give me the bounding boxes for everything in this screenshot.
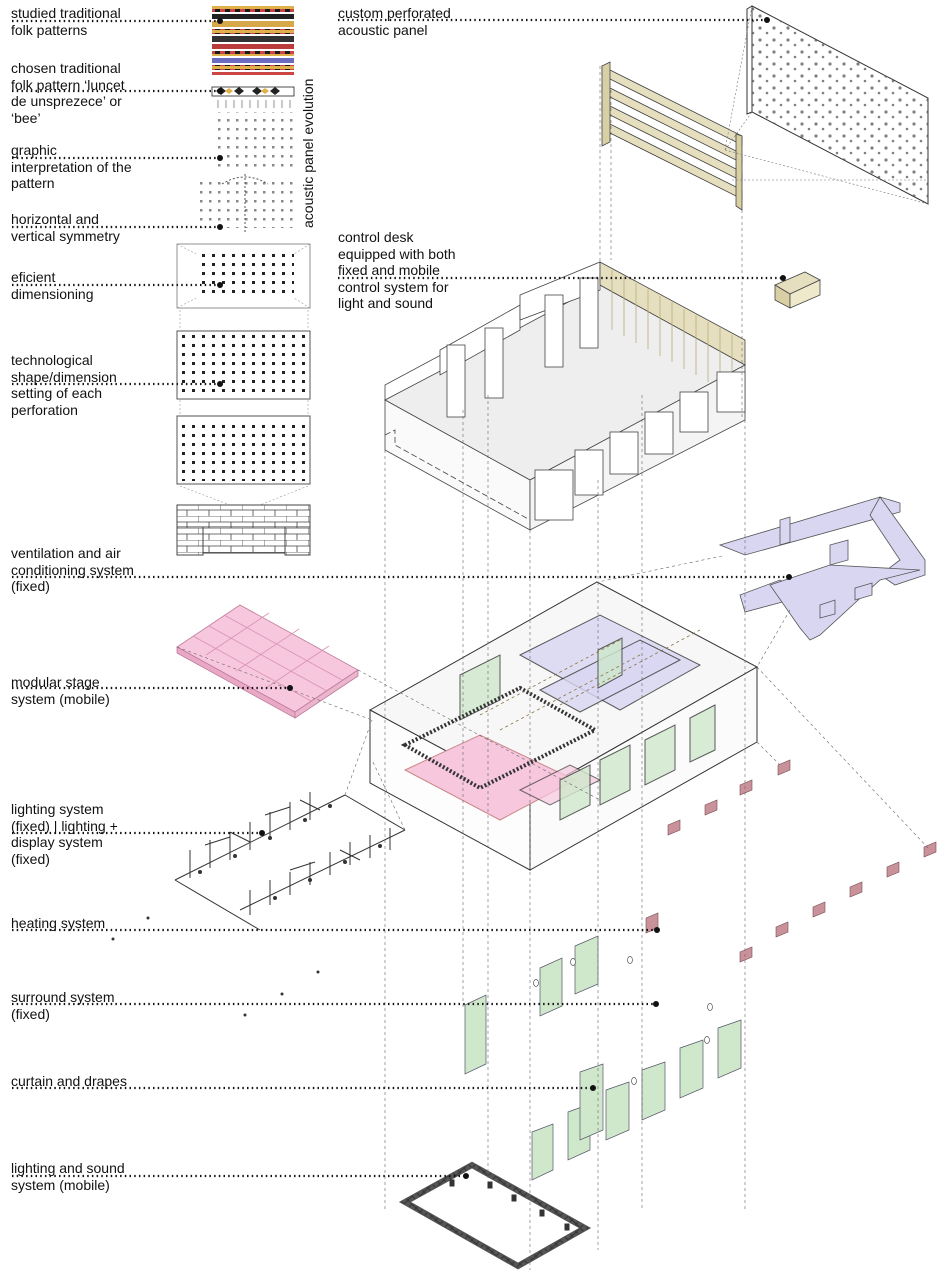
bee-pattern-strip [211, 86, 295, 97]
projection-lines [176, 66, 931, 1270]
curtains [531, 1019, 742, 1181]
room-shell [384, 261, 746, 531]
label-symmetry: horizontal and vertical symmetry [11, 211, 120, 244]
ventilation-ducts [718, 496, 926, 641]
folk-pattern-strips [212, 6, 294, 75]
surround-panels [464, 935, 599, 1075]
label-modular-stage: modular stage system (mobile) [11, 674, 110, 707]
panel-step-arrows [179, 310, 309, 506]
graphic-interpretation-pattern [212, 112, 294, 168]
pattern-arrows [217, 100, 291, 108]
mobile-truss [398, 1161, 592, 1270]
speakers [533, 956, 713, 1085]
label-technological: technological shape/dimension setting of… [11, 352, 117, 418]
final-panel [176, 415, 311, 485]
label-studied-patterns: studied traditional folk patterns [11, 5, 121, 38]
panel-projection-lines [724, 5, 929, 205]
label-ventilation: ventilation and air conditioning system … [11, 545, 134, 594]
lighting-rig-fixed [174, 792, 406, 931]
leader-dots [217, 17, 792, 1179]
perforated-acoustic-panel [746, 5, 929, 205]
leader-lines [12, 18, 789, 1178]
label-graphic-interpretation: graphic interpretation of the pattern [11, 142, 132, 191]
label-chosen-pattern: chosen traditional folk pattern ‘luncet … [11, 60, 125, 126]
acoustic-slat-wall [601, 61, 743, 211]
label-surround: surround system (fixed) [11, 989, 115, 1022]
control-desk [774, 271, 821, 309]
technological-panel [176, 330, 311, 400]
label-dimensioning: eficient dimensioning [11, 269, 94, 302]
lighting-fixtures [111, 804, 382, 1017]
modular-stage [176, 604, 359, 719]
label-heating: heating system [11, 915, 106, 931]
symmetry-pattern [196, 174, 294, 232]
brick-wall-application [176, 504, 311, 556]
label-lighting-mobile: lighting and sound system (mobile) [11, 1160, 125, 1193]
main-box-lighting-lines [479, 629, 701, 731]
heaters [645, 759, 937, 963]
main-room-box [368, 581, 759, 871]
dimensioning-panel [176, 243, 311, 309]
shell-floor-edge [384, 429, 531, 521]
label-lighting-fixed: lighting system (fixed) | lighting + dis… [11, 801, 118, 867]
label-control-desk: control desk equipped with both fixed an… [338, 229, 456, 311]
label-custom-panel: custom perforated acoustic panel [338, 5, 451, 38]
label-curtains: curtain and drapes [11, 1073, 127, 1089]
label-panel-evolution: acoustic panel evolution [300, 78, 316, 228]
